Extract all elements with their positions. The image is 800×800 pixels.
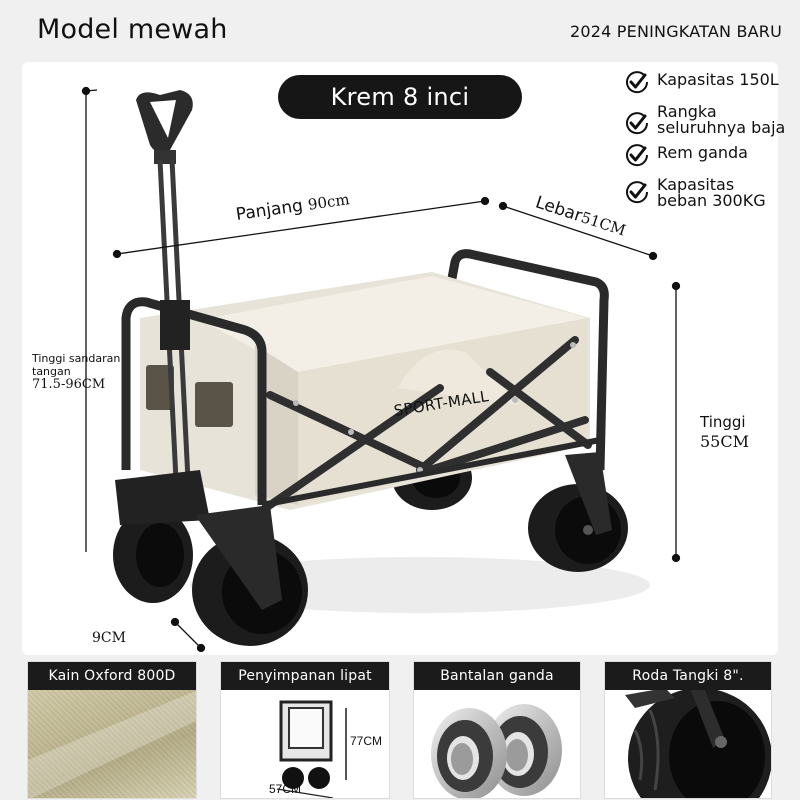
feature-text: Kapasitas 150L (657, 70, 779, 89)
check-circle-icon (626, 181, 649, 204)
check-circle-icon (626, 112, 649, 135)
feature-text: Rangka seluruhnya baja (657, 102, 786, 137)
card-double-bearing: Bantalan ganda (413, 661, 581, 799)
oxford-fabric-image (28, 690, 196, 798)
check-circle-icon (626, 144, 649, 167)
height-label: Tinggi (700, 413, 746, 431)
card-tank-wheel: Roda Tangki 8". (604, 661, 772, 799)
dimension-lines (81, 86, 681, 653)
tank-wheel-image (605, 690, 771, 798)
card-title: Kain Oxford 800D (28, 662, 196, 690)
feature-item: Kapasitas beban 300KG (624, 173, 800, 209)
folded-height-value: 77CM (350, 734, 383, 748)
card-title: Bantalan ganda (414, 662, 580, 690)
folded-wagon-image: 77CM 57CM (221, 690, 389, 798)
variant-pill: Krem 8 inci (278, 75, 522, 119)
card-oxford-fabric: Kain Oxford 800D (27, 661, 197, 799)
rear-right-wheel-icon (528, 484, 628, 572)
folded-width-value: 57CM (269, 782, 302, 796)
feature-item: Rangka seluruhnya baja (624, 100, 800, 136)
fabric-fold-icon (28, 690, 196, 798)
upgrade-tagline: 2024 PENINGKATAN BARU (569, 22, 782, 41)
folded-wagon-icon (276, 700, 347, 798)
handle-height-value: 71.5-96CM (32, 377, 106, 392)
check-circle-icon (626, 71, 649, 94)
card-title: Roda Tangki 8". (605, 662, 771, 690)
wheel-width-value: 9CM (92, 630, 126, 646)
variant-label: Krem 8 inci (330, 83, 470, 111)
feature-list: Kapasitas 150L Rangka seluruhnya baja Re… (624, 68, 800, 214)
handle-height-label: Tinggi sandaran tangan (32, 352, 121, 378)
page-title: Model mewah (37, 14, 228, 45)
height-dimension: Tinggi 55CM (700, 412, 749, 452)
feature-item: Kapasitas 150L (624, 68, 800, 95)
height-value: 55CM (700, 432, 749, 451)
bearings-icon (431, 704, 562, 798)
feature-item: Rem ganda (624, 141, 800, 168)
feature-text: Kapasitas beban 300KG (657, 175, 766, 210)
card-title: Penyimpanan lipat (221, 662, 389, 690)
card-folding-storage: Penyimpanan lipat 77CM 57CM (220, 661, 390, 799)
feature-text: Rem ganda (657, 143, 748, 162)
front-left-wheel-icon (113, 507, 193, 603)
bearings-image (414, 690, 580, 798)
handle-height-dimension: Tinggi sandaran tangan 71.5-96CM (32, 352, 132, 391)
wagon-illustration (81, 86, 681, 653)
tank-wheel-icon (625, 690, 771, 798)
